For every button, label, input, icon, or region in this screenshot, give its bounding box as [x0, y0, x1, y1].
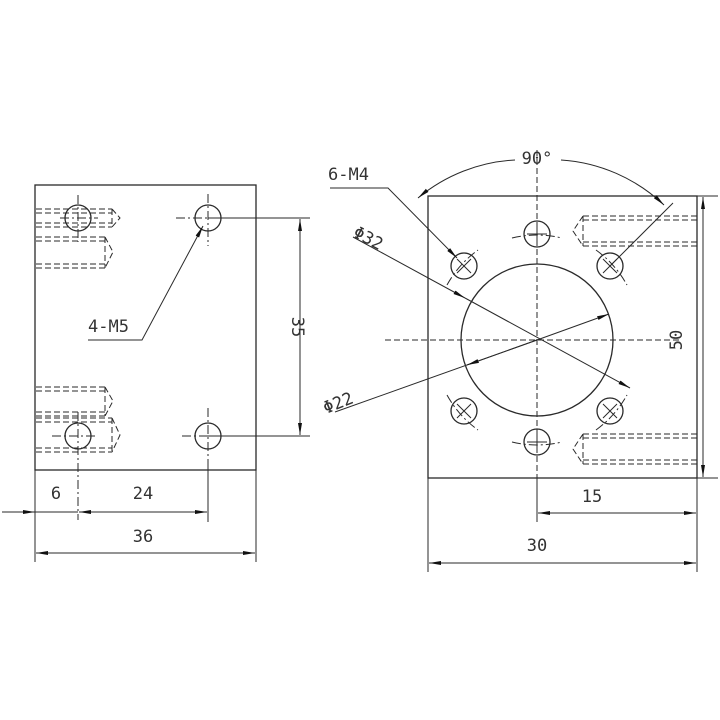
mounting-hole — [182, 408, 236, 460]
m4-hole — [523, 428, 551, 456]
front-view: 90° 6-M4 Φ32 Φ22 50 — [320, 149, 718, 572]
angle-90: 90° — [417, 149, 674, 267]
dim-30-label: 30 — [527, 536, 547, 556]
dia-22-label: Φ22 — [320, 389, 356, 419]
m4-hole — [450, 252, 478, 280]
dim-36: 36 — [36, 527, 255, 555]
callout-6-m4-label: 6-M4 — [328, 165, 369, 185]
m4-hole — [596, 397, 624, 425]
front-view-outline — [427, 195, 698, 479]
dim-50: 50 — [667, 195, 718, 479]
mounting-hole — [52, 412, 98, 520]
dim-35-label: 35 — [287, 317, 307, 337]
dim-dia-32: Φ32 — [350, 223, 631, 389]
dim-dia-22: Φ22 — [320, 313, 610, 419]
dim-50-label: 50 — [667, 330, 687, 350]
dim-6-24: 6 24 — [2, 460, 257, 562]
m4-hole — [450, 397, 478, 425]
angle-label: 90° — [522, 149, 553, 169]
dim-24-label: 24 — [133, 484, 153, 504]
side-view: 4-M5 35 6 24 36 — [2, 184, 310, 562]
center-bore — [460, 263, 614, 417]
hidden-threads-right — [572, 215, 697, 465]
hidden-threads-top — [36, 208, 121, 269]
mounting-hole — [176, 194, 234, 246]
callout-4-m5-label: 4-M5 — [88, 317, 129, 337]
dim-35: 35 — [208, 217, 310, 437]
dia-32-label: Φ32 — [350, 223, 387, 255]
dim-15: 15 — [427, 478, 698, 572]
callout-6-m4: 6-M4 — [328, 165, 458, 259]
side-view-outline — [34, 184, 257, 471]
m4-hole — [523, 220, 551, 248]
callout-4-m5: 4-M5 — [88, 225, 204, 341]
dim-30: 30 — [429, 536, 696, 565]
dim-15-label: 15 — [582, 487, 602, 507]
dim-36-label: 36 — [133, 527, 153, 547]
mounting-hole — [60, 195, 98, 242]
dim-6-label: 6 — [51, 484, 61, 504]
